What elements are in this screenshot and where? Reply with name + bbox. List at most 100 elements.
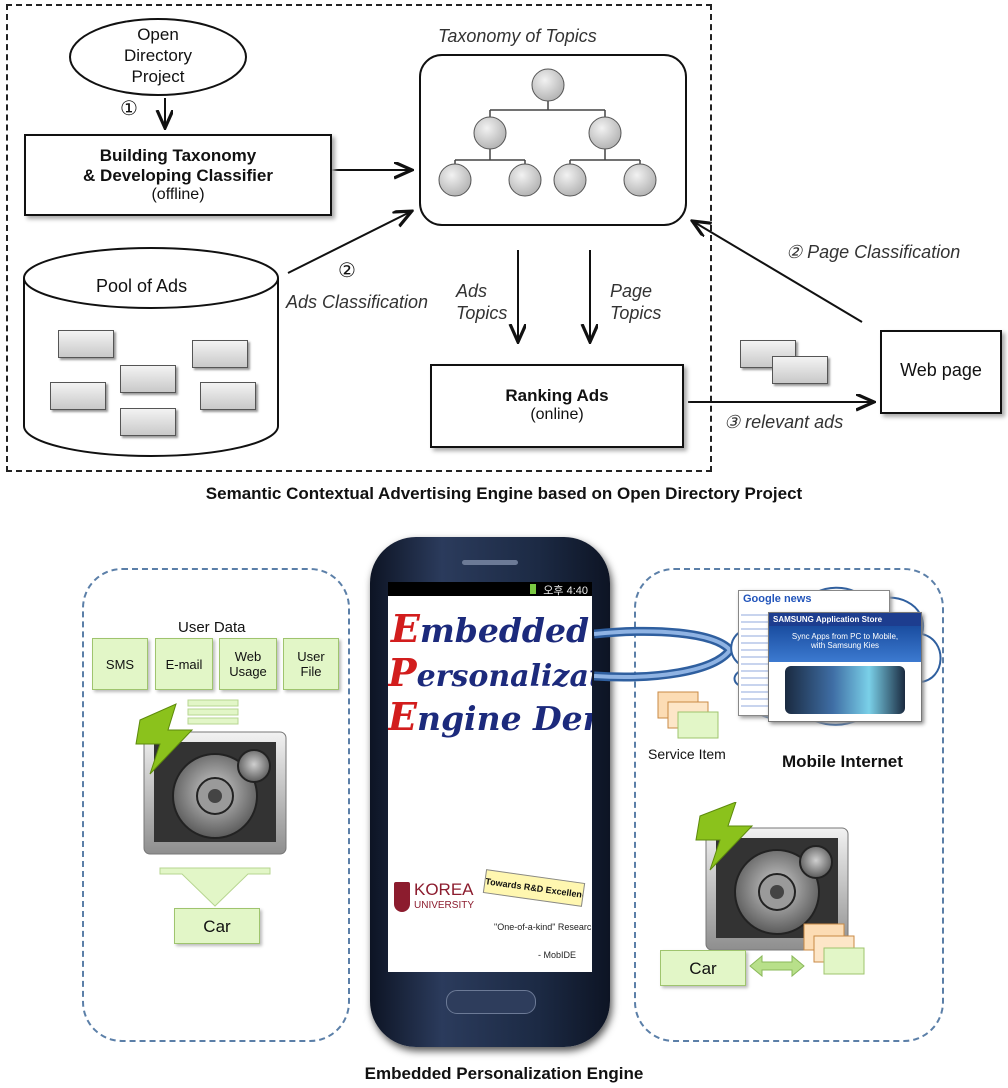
tree-node-l: [473, 116, 507, 150]
service-item-icon: [657, 691, 719, 739]
ad-item: [120, 408, 176, 436]
connection-pipe-svg: [594, 626, 736, 682]
tree-node-root: [531, 68, 565, 102]
user-data-title: User Data: [178, 619, 246, 636]
build-taxonomy-box: Building Taxonomy & Developing Classifie…: [24, 134, 332, 216]
ranking-line-2: (online): [530, 406, 584, 423]
relevant-ads-label: ③ relevant ads: [724, 412, 844, 432]
build-line-2: & Developing Classifier: [83, 166, 273, 185]
demo-title-line-1: Embedded: [388, 606, 592, 651]
google-news-sidebar: [741, 609, 771, 709]
odp-label: Open Directory Project: [108, 24, 208, 87]
korea-logo-text: KOREA: [414, 880, 474, 899]
university-logo-text: UNIVERSITY: [414, 900, 475, 911]
car-left-box: Car: [174, 908, 260, 944]
left-panel: [82, 568, 350, 1042]
demo-title-cap-2: P: [388, 650, 417, 695]
taxonomy-box: [419, 54, 687, 226]
lightning-icon: [695, 802, 754, 871]
samsung-store-window: SAMSUNG Application Store Sync Apps from…: [768, 612, 922, 722]
right-engine-svg: [695, 802, 865, 978]
car-right-box: Car: [660, 950, 746, 986]
down-arrow-icon: [159, 867, 271, 907]
web-page-label: Web page: [900, 360, 982, 380]
samsung-store-banner: Sync Apps from PC to Mobile, with Samsun…: [769, 626, 921, 662]
lightning-icon: [135, 703, 194, 775]
pool-label: Pool of Ads: [96, 276, 188, 296]
page-topics-line-1: Page: [610, 281, 653, 301]
crest-icon: [394, 882, 410, 912]
web-page-box: Web page: [880, 330, 1002, 414]
samsung-store-line-2: with Samsung Kies: [810, 641, 880, 650]
double-arrow-icon: [749, 954, 805, 978]
web-usage-line-2: Usage: [229, 664, 267, 679]
ads-topics-line-2: Topics: [456, 303, 508, 323]
demo-title-rest-3: ngine Demo: [416, 699, 592, 738]
taxonomy-title: Taxonomy of Topics: [438, 26, 597, 46]
ad-item: [58, 330, 114, 358]
tree-node-lr: [508, 163, 542, 197]
google-news-logo: Google news: [743, 593, 812, 605]
data-stripes-icon: [187, 699, 239, 725]
page-topics-line-2: Topics: [610, 303, 662, 323]
demo-title-rest-2: ersonalization: [416, 659, 592, 694]
top-diagram-frame: [6, 4, 712, 472]
user-data-email: E-mail: [155, 638, 213, 690]
demo-title-cap-1: E: [390, 606, 420, 651]
user-data-sms: SMS: [92, 638, 148, 690]
ads-topics-line-1: Ads: [456, 281, 488, 301]
mobide-text: - MobIDE: [538, 950, 577, 960]
tree-node-rl: [553, 163, 587, 197]
research-text: "One-of-a-kind" Research: [494, 922, 592, 932]
right-panel: [634, 568, 944, 1042]
arrow-pool-to-taxonomy: [287, 212, 410, 274]
phone-status-time: 오후 4:40: [543, 585, 588, 597]
demo-title-rest-1: mbedded: [419, 611, 590, 650]
page-topics-label: Page Topics: [610, 280, 661, 324]
user-data-web-usage: Web Usage: [219, 638, 277, 690]
service-item-label: Service Item: [648, 746, 726, 762]
odp-line-1: Open: [137, 25, 179, 44]
odp-line-2: Directory: [123, 46, 192, 65]
web-usage-line-1: Web: [234, 649, 262, 664]
phone-speaker: [462, 560, 518, 565]
samsung-store-logo: SAMSUNG Application Store: [769, 613, 921, 626]
tree-node-r: [588, 116, 622, 150]
service-stack-icon: [803, 923, 865, 975]
phone-screen: Embedded Personalization Engine Demo KOR…: [388, 596, 592, 972]
step1-marker: ①: [120, 98, 138, 120]
left-engine-svg: [135, 699, 287, 907]
top-caption: Semantic Contextual Advertising Engine b…: [205, 484, 803, 503]
phone-status-bar: 오후 4:40: [388, 582, 592, 597]
relevant-ad-item: [772, 356, 828, 384]
ad-item: [120, 365, 176, 393]
mobile-internet-label: Mobile Internet: [782, 752, 903, 771]
ads-topics-label: Ads Topics: [456, 280, 507, 324]
ad-item: [200, 382, 256, 410]
demo-title-line-2: Personalization: [388, 650, 592, 695]
tree-node-rr: [623, 163, 657, 197]
demo-title-line-3: Engine Demo: [388, 694, 592, 739]
samsung-store-line-1: Sync Apps from PC to Mobile,: [791, 632, 899, 641]
excellence-badge: Towards R&D Excellence: [482, 869, 586, 907]
user-file-line-2: File: [300, 664, 322, 679]
ranking-ads-box: Ranking Ads (online): [430, 364, 684, 448]
demo-title-cap-3: E: [388, 694, 417, 739]
build-line-3: (offline): [151, 186, 205, 203]
ad-item: [192, 340, 248, 368]
tree-node-ll: [438, 163, 472, 197]
phone-home-button[interactable]: [446, 990, 536, 1014]
device-image: [785, 666, 905, 714]
ad-item: [50, 382, 106, 410]
ads-classification-label: Ads Classification: [286, 292, 429, 312]
battery-icon: [530, 584, 536, 594]
arrow-webpage-to-taxonomy: [694, 222, 863, 323]
page-classification-label: ② Page Classification: [786, 242, 961, 262]
bottom-caption: Embedded Personalization Engine: [364, 1064, 644, 1083]
build-line-1: Building Taxonomy: [99, 146, 257, 165]
odp-ellipse: [69, 18, 247, 96]
step2a-marker: ②: [338, 260, 356, 282]
ranking-line-1: Ranking Ads: [505, 386, 609, 405]
user-data-user-file: User File: [283, 638, 339, 690]
odp-line-3: Project: [131, 67, 185, 86]
